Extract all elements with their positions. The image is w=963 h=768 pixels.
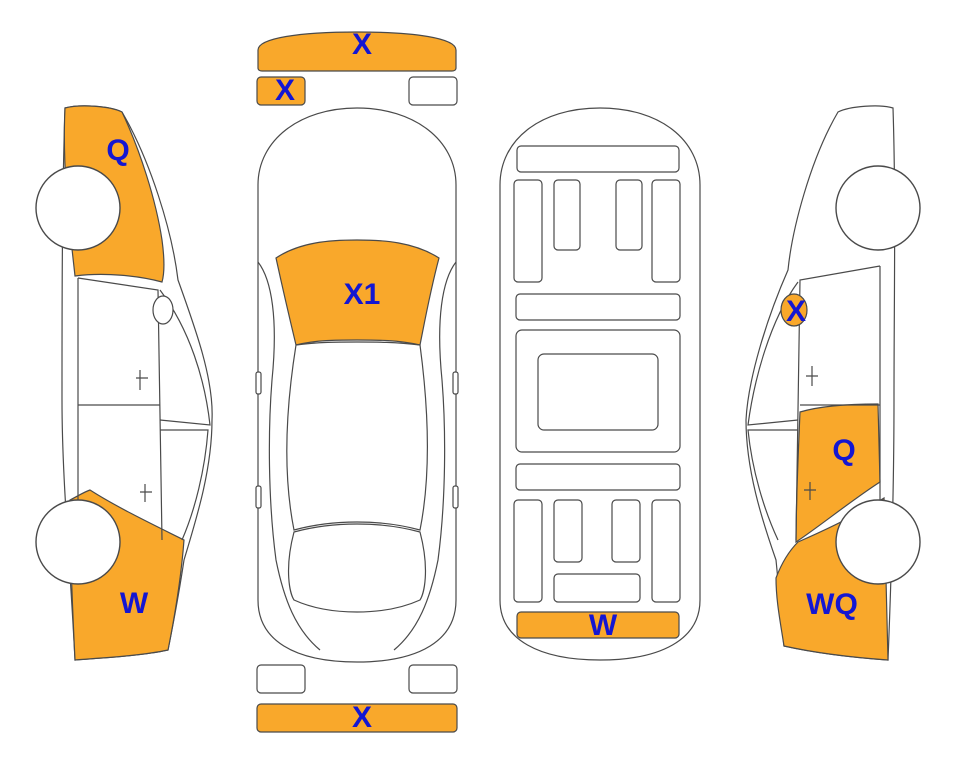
top-rear-bumper[interactable]	[256, 703, 458, 733]
underbody-rear-label: W	[589, 609, 618, 642]
underbody-front-left-rail	[513, 179, 543, 283]
top-front-left-light[interactable]	[256, 76, 306, 106]
top-rear-window	[287, 523, 427, 613]
top-left-pillar-line	[257, 261, 321, 651]
left-mirror	[152, 295, 174, 325]
left-door-line-front	[77, 277, 163, 541]
top-left-rear-handle	[255, 485, 262, 509]
top-rear-right-light	[408, 664, 458, 694]
underbody-cross-member-1	[515, 293, 681, 321]
right-rear-quarter-label: WQ	[806, 588, 858, 621]
top-front-bumper-label: X	[352, 28, 372, 61]
left-rear-window-line	[160, 429, 209, 541]
top-front-right-light	[408, 76, 458, 106]
underbody-center-tunnel	[537, 353, 659, 431]
right-mirror[interactable]	[780, 293, 808, 327]
underbody-view: W	[499, 107, 701, 661]
underbody-front-right-block	[615, 179, 643, 251]
top-right-rear-handle	[452, 485, 459, 509]
right-front-wheel	[835, 165, 921, 251]
top-right-pillar-line	[393, 261, 457, 651]
right-door-line-front	[795, 265, 881, 541]
top-front-bumper[interactable]	[257, 31, 457, 72]
left-front-door-handle	[136, 370, 148, 390]
underbody-front-bar	[516, 145, 680, 173]
underbody-front-left-block	[553, 179, 581, 251]
right-rear-door-handle	[804, 482, 816, 500]
top-car-body	[257, 107, 457, 663]
underbody-rear-right-rail	[651, 499, 681, 603]
top-view: X X X1 X	[255, 28, 459, 734]
underbody-rear-bar[interactable]	[516, 611, 680, 639]
right-rear-door-label: Q	[832, 434, 855, 467]
right-side-view: X Q WQ	[745, 105, 921, 661]
left-rear-quarter-label: W	[120, 587, 149, 620]
top-front-left-light-label: X	[275, 74, 295, 107]
underbody-rear-left-rail	[513, 499, 543, 603]
top-right-front-handle	[452, 371, 459, 395]
underbody-rear-left-block	[553, 499, 583, 563]
left-rear-door-handle	[140, 484, 152, 502]
top-left-front-handle	[255, 371, 262, 395]
top-rear-left-light	[256, 664, 306, 694]
top-roof-outline	[286, 341, 429, 531]
left-side-view: Q W	[35, 105, 213, 661]
right-mirror-label: X	[786, 295, 806, 328]
underbody-cross-member-2	[515, 463, 681, 491]
right-front-door-handle	[806, 366, 818, 386]
left-front-wheel	[35, 165, 121, 251]
top-hood-label: X1	[344, 278, 381, 311]
underbody-spare-well	[553, 573, 641, 603]
top-rear-bumper-label: X	[352, 701, 372, 734]
left-rear-wheel	[35, 499, 121, 585]
underbody-rear-right-block	[611, 499, 641, 563]
left-front-fender-label: Q	[106, 134, 129, 167]
right-rear-window-line	[747, 429, 798, 541]
underbody-front-right-rail	[651, 179, 681, 283]
right-rear-wheel	[835, 499, 921, 585]
